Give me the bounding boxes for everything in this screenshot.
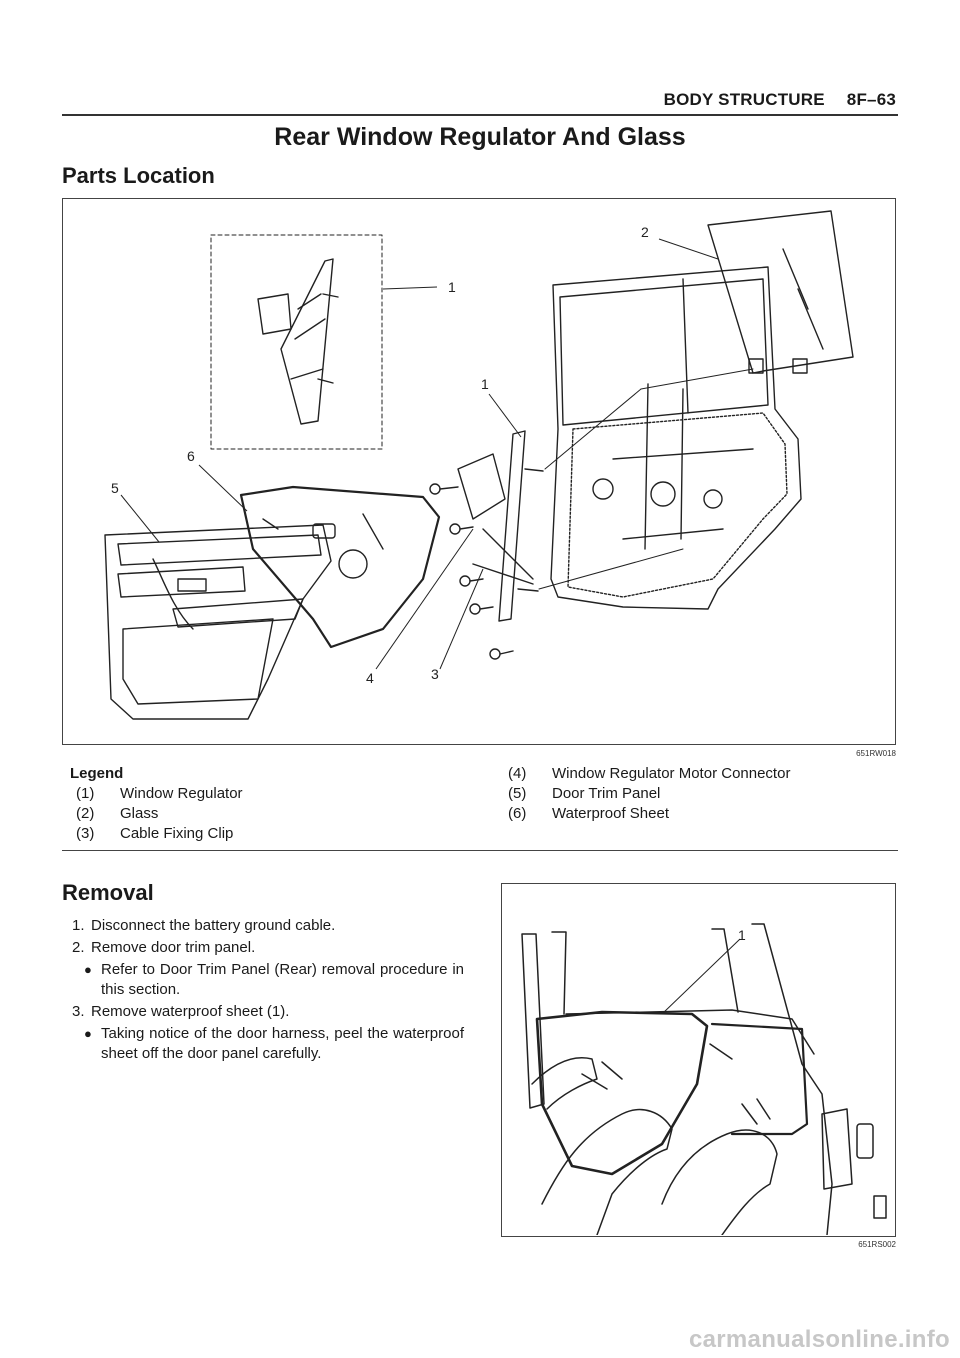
regulator-motor xyxy=(457,453,506,520)
page-title: Rear Window Regulator And Glass xyxy=(274,123,686,151)
step-item: 3.Remove waterproof sheet (1). xyxy=(72,1003,290,1020)
page-number: 8F–63 xyxy=(846,90,896,109)
callout-4: 4 xyxy=(366,670,374,686)
callout-1-inset: 1 xyxy=(448,279,456,295)
removal-steps: 1.Disconnect the battery ground cable. 2… xyxy=(72,916,464,1066)
section-name: BODY STRUCTURE xyxy=(663,90,825,109)
callout-3: 3 xyxy=(431,666,439,682)
callout-2: 2 xyxy=(641,224,649,240)
regulator-rail xyxy=(498,430,526,622)
callout-5: 5 xyxy=(111,480,119,496)
step-item: 1.Disconnect the battery ground cable. xyxy=(72,917,336,934)
door-shell xyxy=(550,266,802,610)
removal-heading: Removal xyxy=(62,880,154,905)
removal-figure: 1 xyxy=(501,883,896,1237)
right-hand xyxy=(661,1129,778,1236)
peeling-sheet-illustration: 1 xyxy=(521,923,887,1236)
legend-item: (3)Cable Fixing Clip xyxy=(76,825,234,842)
exploded-door-illustration: 1 2 1 6 5 4 3 xyxy=(104,210,854,720)
running-header: BODY STRUCTURE 8F–63 xyxy=(664,90,896,110)
step-note: ●Taking notice of the door harness, peel… xyxy=(84,1025,464,1062)
door-trim-panel xyxy=(104,524,332,720)
legend-title: Legend xyxy=(70,765,124,782)
waterproof-sheet-peeled xyxy=(535,1010,709,1176)
bullet-icon: ● xyxy=(84,1026,92,1041)
callout-1: 1 xyxy=(481,376,489,392)
watermark: carmanualsonline.info xyxy=(688,1326,950,1353)
legend-rule xyxy=(62,850,898,851)
legend-item: (2)Glass xyxy=(76,805,159,822)
callout-6: 6 xyxy=(187,448,195,464)
legend-item: (6)Waterproof Sheet xyxy=(508,805,670,822)
inset-box xyxy=(210,234,383,450)
figure-code: 651RS002 xyxy=(858,1240,896,1249)
left-hand xyxy=(541,1108,673,1236)
parts-location-heading: Parts Location xyxy=(62,163,215,188)
step-note: ●Refer to Door Trim Panel (Rear) removal… xyxy=(84,961,464,998)
glass-panel xyxy=(707,210,854,374)
inset-regulator xyxy=(280,258,334,425)
parts-location-figure: 1 2 1 6 5 4 3 xyxy=(62,198,896,745)
waterproof-sheet xyxy=(239,485,441,649)
bullet-icon: ● xyxy=(84,962,92,977)
header-rule xyxy=(62,114,898,116)
legend-item: (4)Window Regulator Motor Connector xyxy=(508,765,791,782)
callout-1-removal: 1 xyxy=(738,927,746,943)
figure-code: 651RW018 xyxy=(856,749,896,758)
legend-item: (5)Door Trim Panel xyxy=(508,785,661,802)
step-item: 2.Remove door trim panel. xyxy=(72,939,256,956)
legend-item: (1)Window Regulator xyxy=(76,785,243,802)
